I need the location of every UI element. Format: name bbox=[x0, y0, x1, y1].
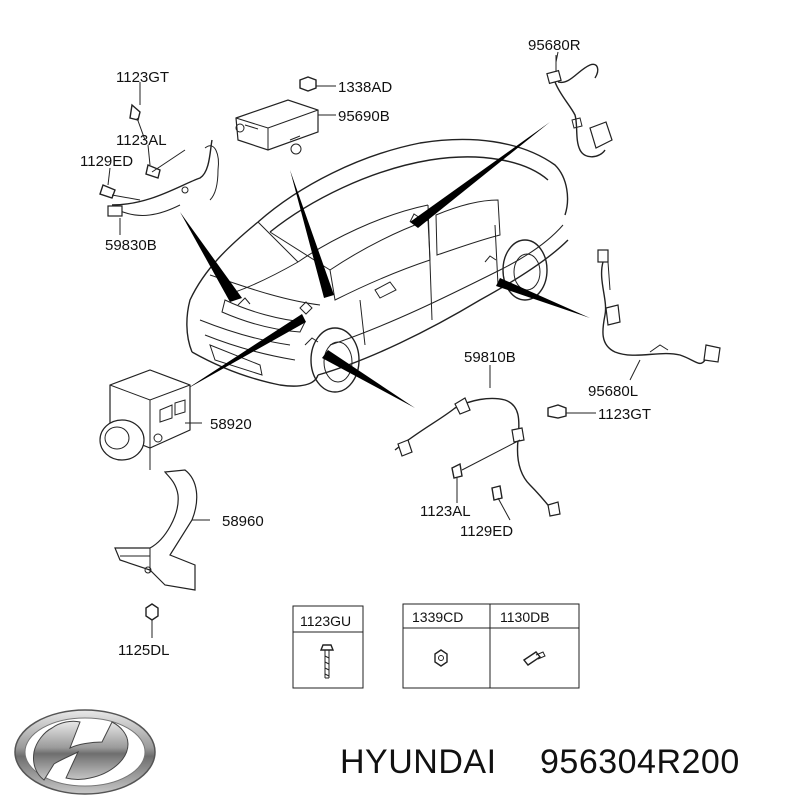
front-wheel-sensor-left bbox=[99, 103, 219, 217]
label-95690B: 95690B bbox=[338, 108, 390, 125]
pointer-wedge-rear-top bbox=[410, 122, 550, 228]
label-58960: 58960 bbox=[222, 513, 264, 530]
rear-wheel-sensor-right bbox=[546, 55, 613, 158]
rear-wheel-sensor-left bbox=[597, 249, 721, 364]
part-labels: 1123GT 1123AL 1129ED 59830B 1338AD 95690… bbox=[80, 37, 651, 659]
nut-icon bbox=[434, 649, 448, 667]
label-1125DL: 1125DL bbox=[118, 642, 169, 659]
label-1123GT-top: 1123GT bbox=[116, 69, 169, 86]
fastener-legend-pair: 1339CD 1130DB bbox=[402, 603, 580, 689]
car-illustration bbox=[186, 138, 569, 393]
front-wheel-sensor-right bbox=[394, 365, 596, 521]
label-1129ED-top: 1129ED bbox=[80, 153, 133, 170]
fastener-legend-single: 1123GU bbox=[292, 605, 364, 689]
pointer-wedge-center bbox=[290, 170, 334, 298]
abs-bracket bbox=[114, 448, 210, 638]
yaw-rate-sensor-module bbox=[235, 76, 336, 155]
part-number: 956304R200 bbox=[540, 743, 740, 781]
abs-module bbox=[99, 369, 202, 461]
label-1123AL-bottom: 1123AL bbox=[420, 503, 471, 520]
legend-1339CD: 1339CD bbox=[412, 609, 463, 625]
leader-lines bbox=[107, 51, 641, 503]
label-95680R: 95680R bbox=[528, 37, 581, 54]
bolt-icon bbox=[319, 644, 335, 679]
pointer-wedge-rear-wheel bbox=[496, 278, 590, 318]
pointer-wedges bbox=[180, 122, 590, 408]
legend-1123GU: 1123GU bbox=[300, 613, 351, 629]
brand-name: HYUNDAI bbox=[340, 743, 497, 781]
label-59830B: 59830B bbox=[105, 237, 157, 254]
label-1129ED-bottom: 1129ED bbox=[460, 523, 513, 540]
label-58920: 58920 bbox=[210, 416, 252, 433]
pointer-wedge-front-wheel bbox=[322, 350, 415, 408]
hyundai-logo-icon bbox=[14, 709, 156, 795]
legend-1130DB: 1130DB bbox=[500, 609, 550, 625]
screw-icon bbox=[522, 651, 546, 666]
label-95680L: 95680L bbox=[588, 383, 638, 400]
label-1123GT-right: 1123GT bbox=[598, 406, 651, 423]
pointer-wedge-front-left bbox=[180, 212, 242, 302]
label-59810B: 59810B bbox=[464, 349, 516, 366]
label-1338AD: 1338AD bbox=[338, 79, 392, 96]
pointer-wedge-abs bbox=[185, 314, 306, 390]
label-1123AL-top: 1123AL bbox=[116, 132, 167, 149]
